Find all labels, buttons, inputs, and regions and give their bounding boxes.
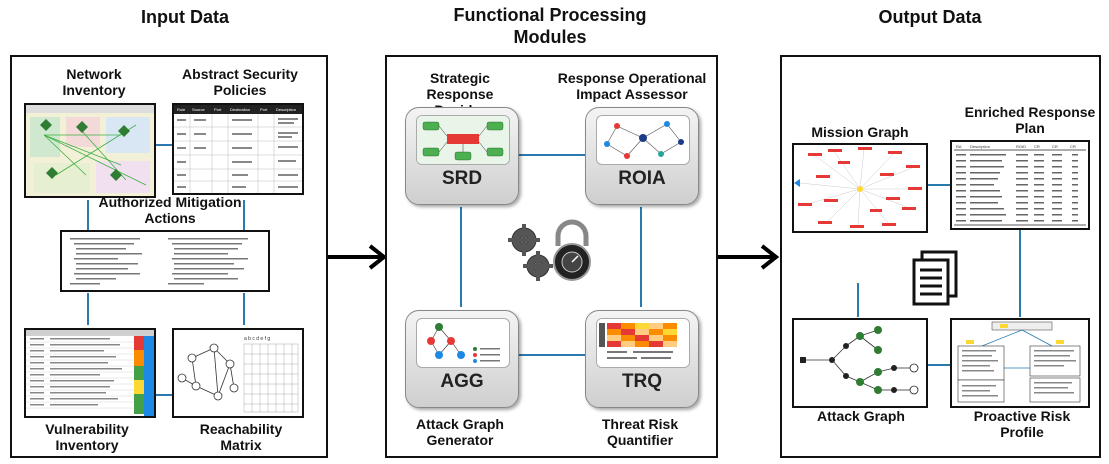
roia-name-label: Response Operational Impact Assessor [557, 70, 707, 102]
svg-text:ROID: ROID [1016, 144, 1026, 149]
proactive-risk-diagram [950, 318, 1090, 408]
mitigation-actions-label: Authorized Mitigation Actions [98, 194, 242, 226]
svg-text:Description: Description [970, 144, 990, 149]
roia-screen [596, 115, 690, 165]
svg-text:Destination: Destination [230, 107, 250, 112]
svg-text:Port: Port [214, 107, 222, 112]
input-data-title: Input Data [141, 7, 229, 27]
arrow-input-to-processing [328, 244, 388, 270]
abstract-policies-table: Rule Source Port Destination Port Descriptio… [172, 103, 304, 195]
input-connectors [87, 144, 245, 396]
enriched-plan-label: Enriched Response Plan [964, 104, 1096, 136]
document-icon [912, 250, 958, 306]
agg-module[interactable]: AGG [405, 310, 519, 408]
proactive-risk-label: Proactive Risk Profile [973, 408, 1071, 440]
network-inventory-diagram [24, 103, 156, 198]
svg-text:CR: CR [1070, 144, 1076, 149]
attack-graph-diagram [792, 318, 928, 408]
svg-text:Description: Description [276, 107, 296, 112]
mission-graph-label: Mission Graph [811, 124, 909, 140]
trq-screen [596, 318, 690, 368]
srd-module[interactable]: SRD [405, 107, 519, 205]
mitigation-actions-code [60, 230, 270, 292]
roia-module[interactable]: ROIA [585, 107, 699, 205]
attack-graph-label: Attack Graph [817, 408, 905, 424]
output-connectors [857, 184, 1021, 366]
enriched-plan-table: RA Description ROID CR CR CR [950, 140, 1090, 230]
trq-acronym: TRQ [621, 371, 663, 392]
svg-text:Port: Port [260, 107, 268, 112]
agg-name-label: Attack Graph Generator [416, 416, 504, 448]
svg-text:CR: CR [1052, 144, 1058, 149]
agg-screen [416, 318, 510, 368]
vulnerability-inventory-label: Vulnerability Inventory [45, 421, 129, 453]
svg-text:CR: CR [1034, 144, 1040, 149]
svg-text:RA: RA [956, 144, 962, 149]
agg-acronym: AGG [440, 371, 484, 392]
roia-acronym: ROIA [618, 168, 666, 189]
svg-text:a b c d e f g: a b c d e f g [244, 336, 270, 342]
abstract-policies-label: Abstract Security Policies [182, 66, 298, 98]
reachability-matrix: a b c d e f g [172, 328, 304, 418]
processing-title: Functional Processing Modules [453, 5, 647, 47]
trq-module[interactable]: TRQ [585, 310, 699, 408]
processing-connectors [460, 154, 642, 356]
srd-screen [416, 115, 510, 165]
gears-lock-icon [508, 219, 591, 281]
svg-text:Source: Source [192, 107, 205, 112]
srd-acronym: SRD [441, 168, 483, 189]
reachability-matrix-label: Reachability Matrix [199, 421, 283, 453]
output-data-title: Output Data [878, 7, 982, 27]
network-inventory-label: Network Inventory [62, 66, 126, 98]
arrow-processing-to-output [718, 244, 780, 270]
svg-text:Rule: Rule [177, 107, 186, 112]
trq-name-label: Threat Risk Quantifier [601, 416, 679, 448]
mission-graph-diagram [792, 143, 928, 233]
vulnerability-inventory-table [24, 328, 156, 418]
